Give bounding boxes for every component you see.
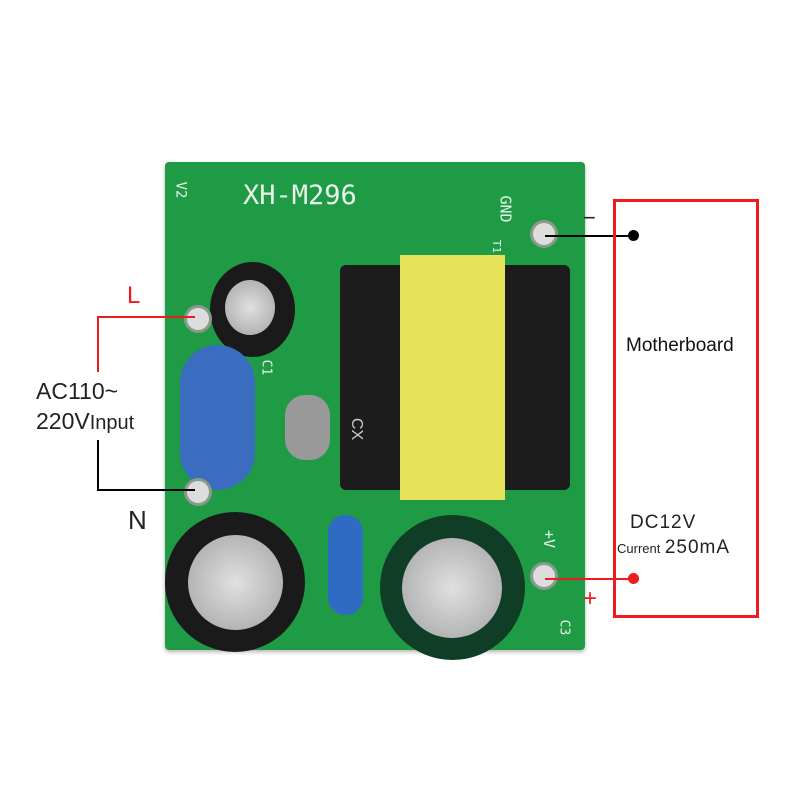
motherboard-label: Motherboard bbox=[626, 335, 734, 356]
pad-neutral bbox=[184, 478, 212, 506]
neutral-wire-vertical bbox=[97, 440, 99, 490]
silk-plus-v: +V bbox=[540, 529, 559, 549]
transformer-marking: CX bbox=[348, 417, 366, 441]
plus-label: + bbox=[583, 585, 598, 612]
input-voltage-line2: 220VInput bbox=[36, 408, 134, 435]
resistor bbox=[285, 395, 330, 460]
input-label: Input bbox=[89, 412, 135, 434]
gnd-terminal-dot bbox=[628, 230, 639, 241]
input-voltage-line1: AC110~ bbox=[36, 378, 119, 404]
live-wire-vertical bbox=[97, 316, 99, 372]
board-model-label: XH-M296 bbox=[243, 180, 357, 211]
transformer-core bbox=[400, 255, 505, 500]
live-label: L bbox=[127, 282, 141, 309]
gnd-wire bbox=[545, 235, 635, 237]
motherboard-box bbox=[613, 199, 759, 618]
plus-terminal-dot bbox=[628, 573, 639, 584]
minus-label: − bbox=[583, 205, 596, 230]
silk-t1: T1 bbox=[490, 239, 504, 254]
output-voltage-label: DC12V bbox=[630, 512, 697, 533]
neutral-wire bbox=[97, 489, 195, 491]
capacitor-c1-top bbox=[225, 280, 275, 335]
capacitor-c2-top bbox=[188, 535, 283, 630]
silk-gnd: GND bbox=[496, 195, 515, 223]
pad-live bbox=[184, 305, 212, 333]
current-value: 250mA bbox=[664, 537, 731, 558]
plus-wire bbox=[545, 578, 635, 580]
silk-c1: C1 bbox=[258, 359, 274, 376]
small-capacitor bbox=[328, 515, 363, 615]
input-voltage: 220V bbox=[36, 408, 90, 434]
current-label: Current bbox=[617, 541, 661, 556]
pad-gnd bbox=[530, 220, 558, 248]
x-capacitor bbox=[180, 345, 255, 490]
silk-v2: V2 bbox=[172, 181, 189, 199]
live-wire bbox=[97, 316, 195, 318]
silk-c3: C3 bbox=[556, 619, 572, 636]
neutral-label: N bbox=[128, 505, 147, 535]
pad-plus-v bbox=[530, 562, 558, 590]
output-current: Current 250mA bbox=[617, 537, 730, 559]
capacitor-c3-top bbox=[402, 538, 502, 638]
